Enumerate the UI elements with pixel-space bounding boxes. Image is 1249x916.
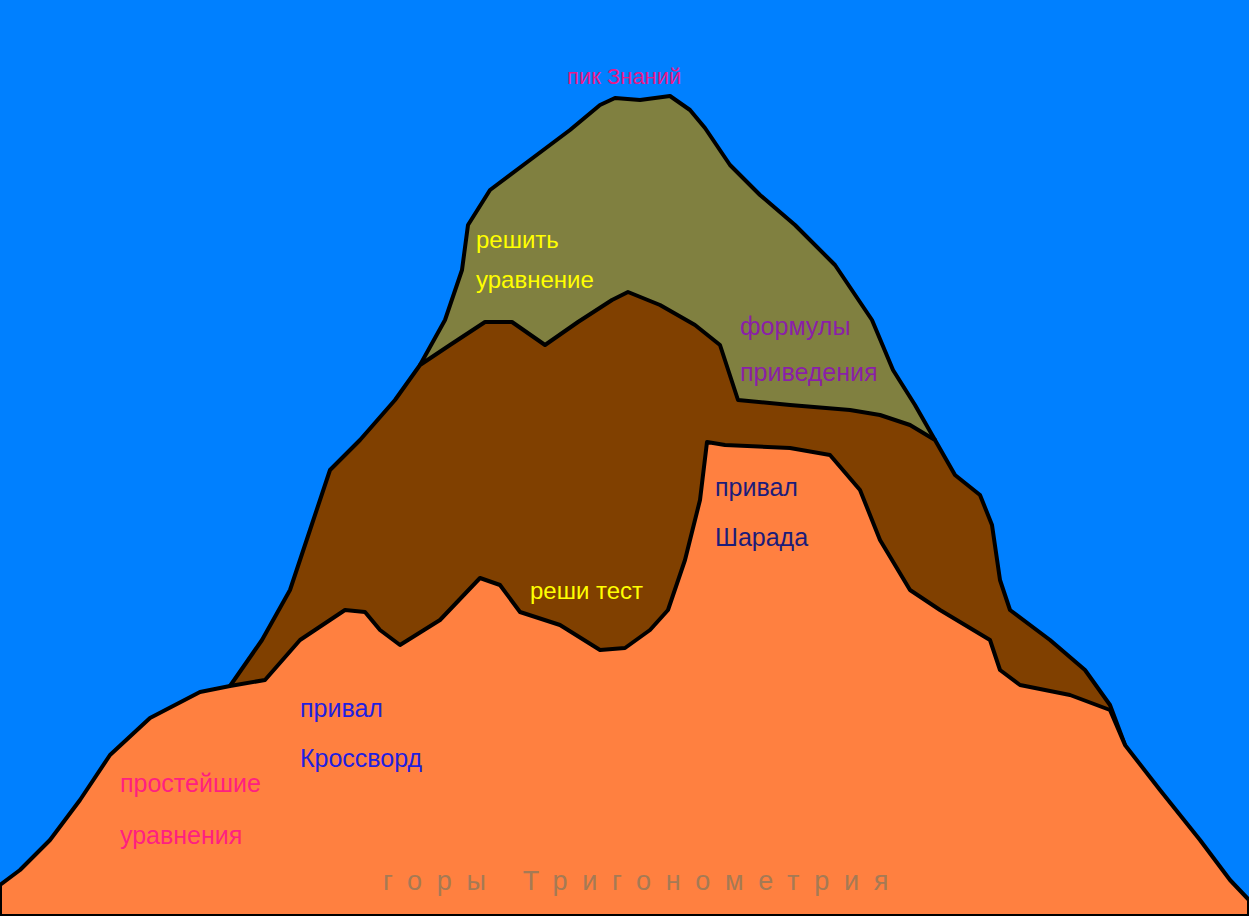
task-label-holder: реши тест <box>530 578 643 604</box>
topic-label-holder: простейшие уравнения <box>120 757 261 861</box>
task-label: решить уравнение <box>476 220 594 300</box>
peak-label-holder: пик Знаний <box>567 64 681 90</box>
orange-base-layer <box>0 442 1249 916</box>
mountain-name-holder: горы Тригонометрия <box>383 866 903 896</box>
topic-label-holder: формулы приведения <box>740 303 878 395</box>
rest-stop-label-holder: привал Шарада <box>715 462 808 562</box>
rest-stop-label-holder: привал Кроссворд <box>300 683 422 783</box>
rest-stop-label: привал Кроссворд <box>300 683 422 783</box>
topic-label: формулы приведения <box>740 303 878 395</box>
topic-label: простейшие уравнения <box>120 757 261 861</box>
task-label: реши тест <box>530 578 643 604</box>
rest-stop-label: привал Шарада <box>715 462 808 562</box>
task-label-holder: решить уравнение <box>476 220 594 300</box>
mountain-name: горы Тригонометрия <box>383 866 903 896</box>
peak-label: пик Знаний <box>567 64 681 90</box>
